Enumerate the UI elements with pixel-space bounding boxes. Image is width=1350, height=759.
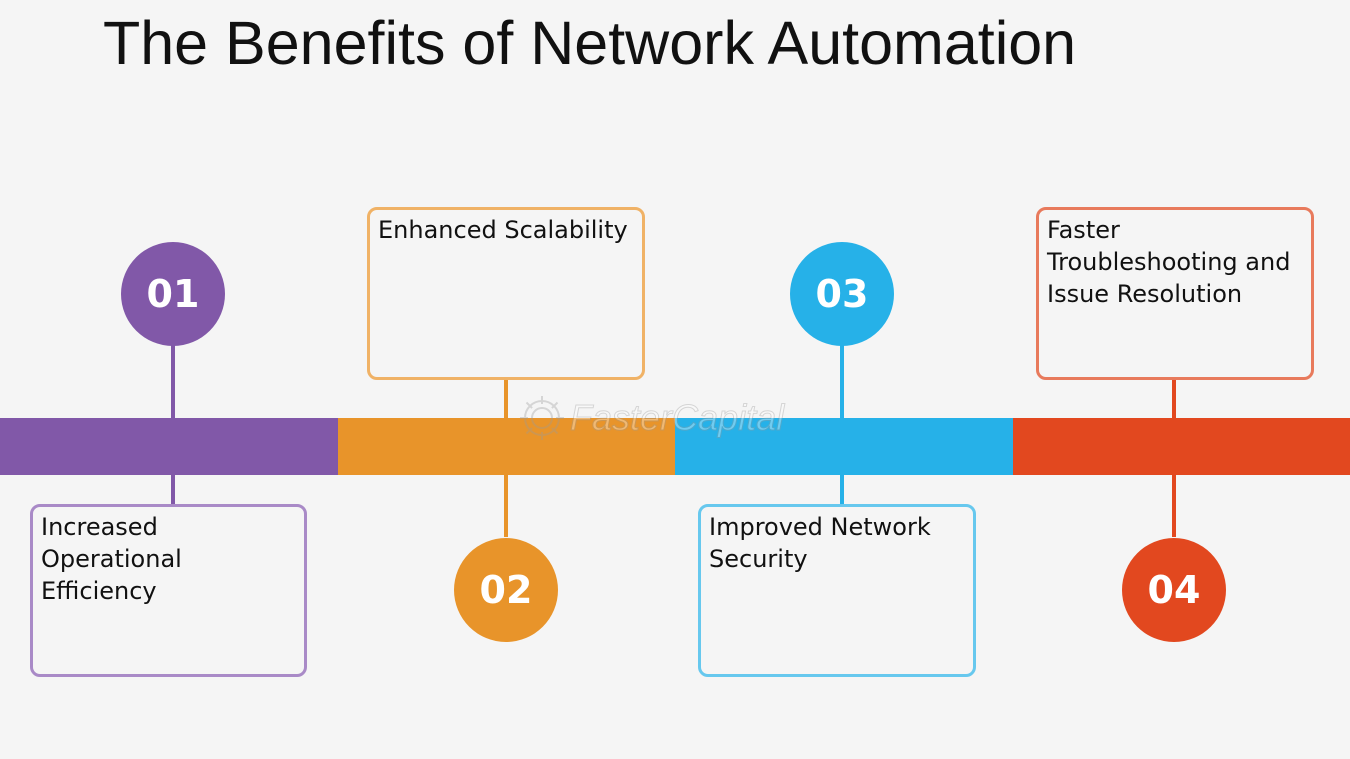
connector-line-4-bottom: [1172, 475, 1176, 537]
timeline-segment-3: [675, 418, 1013, 475]
step-badge-3: 03: [790, 242, 894, 346]
timeline-segment-2: [338, 418, 675, 475]
step-badge-4: 04: [1122, 538, 1226, 642]
timeline-segment-1: [0, 418, 338, 475]
connector-line-4-top: [1172, 380, 1176, 418]
step-badge-1: 01: [121, 242, 225, 346]
connector-line-3-bottom: [840, 475, 844, 505]
step-card-2: Enhanced Scalability: [367, 207, 645, 380]
connector-line-2-bottom: [504, 475, 508, 537]
step-card-3: Improved Network Security: [698, 504, 976, 677]
step-card-1: Increased Operational Efficiency: [30, 504, 307, 677]
step-card-4: Faster Troubleshooting and Issue Resolut…: [1036, 207, 1314, 380]
page-title: The Benefits of Network Automation: [103, 9, 1077, 77]
timeline-segment-4: [1013, 418, 1350, 475]
connector-line-3-top: [840, 345, 844, 418]
connector-line-1-top: [171, 345, 175, 418]
connector-line-2-top: [504, 380, 508, 418]
step-badge-2: 02: [454, 538, 558, 642]
connector-line-1-bottom: [171, 475, 175, 505]
